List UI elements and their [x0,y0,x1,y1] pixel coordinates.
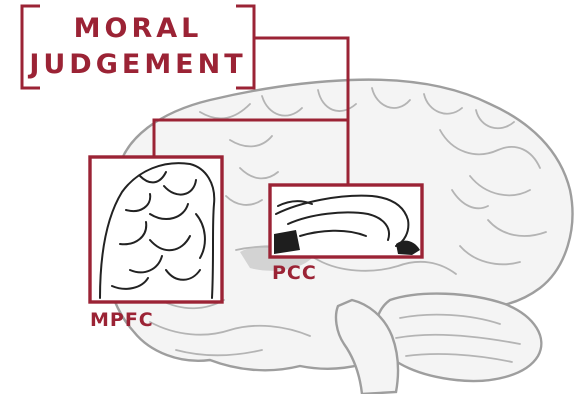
title-bracket-right [236,4,256,90]
sulcus-line [225,135,489,210]
mpfc-label: MPFC [90,309,154,331]
pcc-dark-region-left [274,230,300,254]
title-line-1: MORAL [74,13,203,44]
sulcus-line [395,313,521,363]
pcc-dark-region-right [396,240,420,255]
pcc-gyrus [277,200,367,237]
mpfc-callout: MPFC [88,155,224,331]
pcc-callout: PCC [268,183,424,284]
pcc-label: PCC [272,262,317,284]
sulcus-line [439,129,547,266]
brainstem-outline [334,298,400,394]
mpfc-lobe-sketch [99,162,216,299]
title-bracket-left [20,4,40,90]
pcc-corpus-callosum [275,194,410,247]
title-line-2: JUDGEMENT [27,49,246,80]
pcc-inner-curve [287,211,390,241]
mpfc-gyrus [111,171,206,290]
title-group: MORAL JUDGEMENT [20,4,256,90]
sulcus-line [199,87,515,130]
connector-lines [152,36,350,184]
mpfc-box [88,155,224,304]
